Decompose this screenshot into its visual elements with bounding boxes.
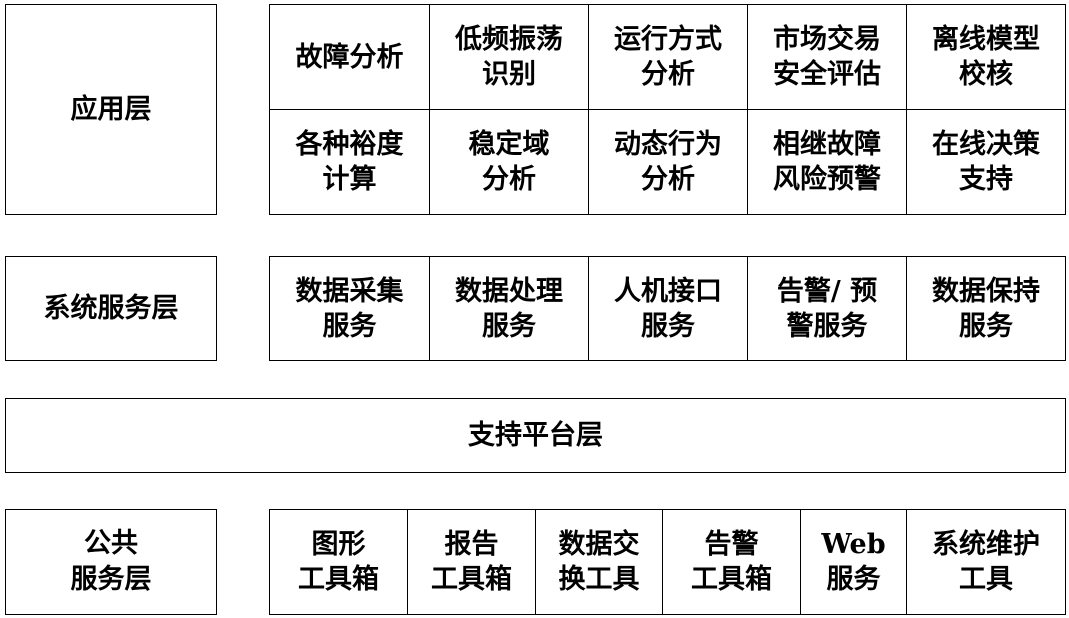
module-stability-region-analysis: 稳定域 分析 xyxy=(430,110,589,214)
module-fault-analysis: 故障分析 xyxy=(270,5,430,110)
tool-graphics-toolbox: 图形 工具箱 xyxy=(270,510,408,614)
system-service-layer-modules: 数据采集 服务 数据处理 服务 人机接口 服务 告警/ 预 警服务 数据保持 服… xyxy=(269,256,1066,361)
support-platform-layer: 支持平台层 xyxy=(5,398,1066,473)
tool-report-toolbox: 报告 工具箱 xyxy=(408,510,536,614)
module-offline-model-check: 离线模型 校核 xyxy=(907,5,1065,110)
module-operation-mode-analysis: 运行方式 分析 xyxy=(589,5,748,110)
service-alarm-warning: 告警/ 预 警服务 xyxy=(748,257,907,360)
service-data-retention: 数据保持 服务 xyxy=(932,275,1040,342)
service-data-acquisition: 数据采集 服务 xyxy=(270,257,430,360)
service-data-processing: 数据处理 服务 xyxy=(430,257,589,360)
module-market-security-assessment: 市场交易 安全评估 xyxy=(748,5,907,110)
tool-alarm-toolbox: 告警 工具箱 xyxy=(663,510,801,614)
module-online-decision-support: 在线决策 支持 xyxy=(932,129,1040,195)
module-low-frequency-oscillation: 低频振荡 识别 xyxy=(430,5,589,110)
public-service-layer-modules: 图形 工具箱 报告 工具箱 数据交 换工具 告警 工具箱 Web 服务 系统维护… xyxy=(269,509,1066,615)
application-layer-label: 应用层 xyxy=(5,4,217,215)
system-service-layer-label: 系统服务层 xyxy=(5,256,217,361)
module-dynamic-behavior-analysis: 动态行为 分析 xyxy=(589,110,748,214)
tool-web-service: Web 服务 xyxy=(801,510,907,614)
application-layer-modules: 故障分析 低频振荡 识别 运行方式 分析 市场交易 安全评估 离线模型 校核 各… xyxy=(269,4,1066,215)
tool-data-exchange: 数据交 换工具 xyxy=(536,510,663,614)
module-margin-calculation: 各种裕度 计算 xyxy=(270,110,430,214)
service-hmi: 人机接口 服务 xyxy=(589,257,748,360)
public-service-layer-label: 公共 服务层 xyxy=(5,509,217,615)
tool-system-maintenance: 系统维护 工具 xyxy=(932,529,1040,595)
module-cascading-fault-warning: 相继故障 风险预警 xyxy=(748,110,907,214)
